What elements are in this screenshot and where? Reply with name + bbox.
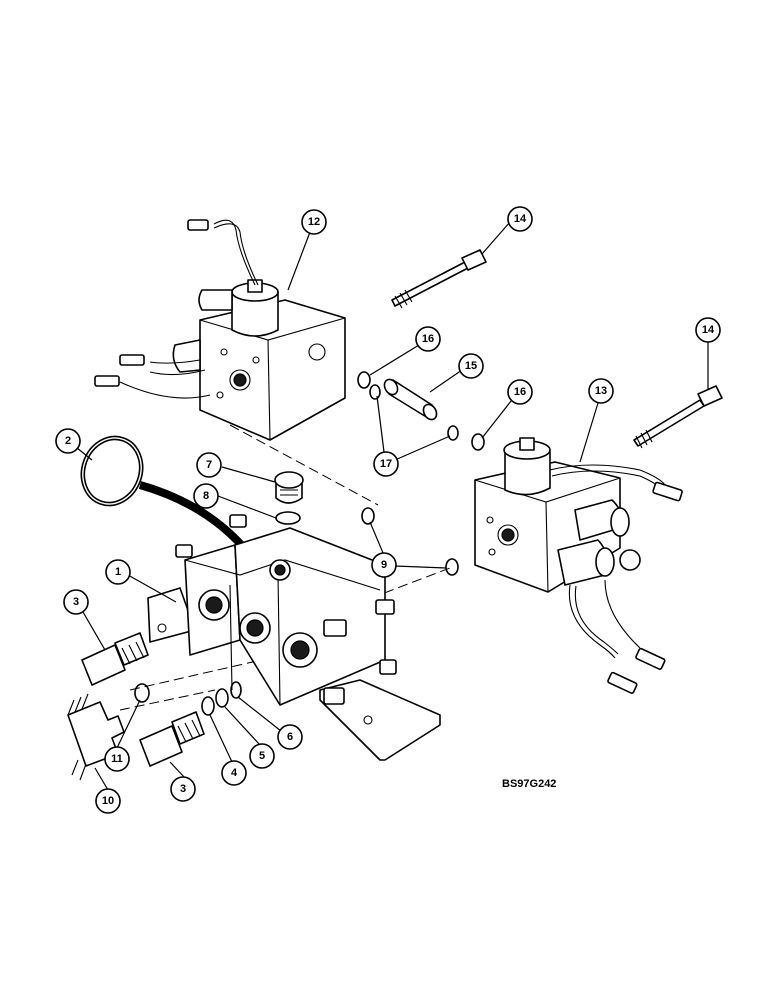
svg-text:6: 6 (287, 731, 293, 743)
svg-text:5: 5 (259, 750, 265, 762)
svg-text:13: 13 (595, 385, 607, 397)
svg-text:11: 11 (111, 753, 123, 765)
svg-text:17: 17 (380, 458, 392, 470)
bolt-14-upper (391, 249, 487, 309)
svg-text:3: 3 (73, 596, 79, 608)
leader-lines (76, 221, 709, 791)
plug-7 (274, 471, 304, 504)
callout-c13: 13 (588, 378, 614, 404)
o-ring-2 (80, 435, 144, 507)
o-ring-6 (230, 681, 242, 699)
svg-text:3: 3 (180, 783, 186, 795)
callout-c4: 4 (221, 760, 247, 786)
svg-text:1: 1 (115, 566, 121, 578)
callout-c1: 1 (105, 559, 131, 585)
svg-text:10: 10 (102, 795, 114, 807)
callout-c14b: 14 (695, 317, 721, 343)
svg-text:9: 9 (381, 559, 387, 571)
fitting-3-upper (81, 632, 149, 686)
callout-c10: 10 (95, 788, 121, 814)
sleeve-15 (383, 378, 438, 421)
callout-c7: 7 (196, 452, 222, 478)
svg-text:7: 7 (206, 459, 212, 471)
o-ring-9-upper (361, 507, 375, 525)
o-ring-8 (275, 511, 301, 525)
fitting-3-lower (139, 711, 205, 767)
o-rings-16-17 (357, 371, 485, 451)
o-ring-9-lower (445, 558, 459, 576)
o-ring-11 (134, 683, 150, 703)
valve-body-1 (147, 514, 441, 761)
callout-c2: 2 (55, 428, 81, 454)
svg-text:8: 8 (203, 490, 209, 502)
callout-c16a: 16 (415, 326, 441, 352)
svg-text:14: 14 (514, 213, 527, 225)
bolt-14-lower (633, 385, 723, 449)
callout-c16b: 16 (507, 379, 533, 405)
svg-text:12: 12 (308, 216, 320, 228)
callout-c3a: 3 (63, 589, 89, 615)
callout-c14a: 14 (507, 206, 533, 232)
callout-c3b: 3 (170, 776, 196, 802)
solenoid-valve-13 (474, 437, 683, 694)
callout-c9: 9 (371, 552, 397, 578)
svg-text:16: 16 (422, 333, 434, 345)
svg-text:2: 2 (65, 435, 71, 447)
o-ring-4 (201, 696, 215, 716)
o-ring-5 (215, 688, 229, 708)
svg-text:4: 4 (231, 767, 238, 779)
svg-text:15: 15 (465, 360, 477, 372)
callout-c5: 5 (249, 743, 275, 769)
callout-c17: 17 (373, 451, 399, 477)
svg-text:14: 14 (702, 324, 715, 336)
callout-c12: 12 (301, 209, 327, 235)
callout-c6: 6 (277, 724, 303, 750)
callout-c11: 11 (104, 746, 130, 772)
callout-c8: 8 (193, 483, 219, 509)
drawing-code: BS97G242 (502, 778, 556, 790)
callout-c15: 15 (458, 353, 484, 379)
solenoid-valve-12 (94, 219, 346, 441)
svg-text:16: 16 (514, 386, 526, 398)
